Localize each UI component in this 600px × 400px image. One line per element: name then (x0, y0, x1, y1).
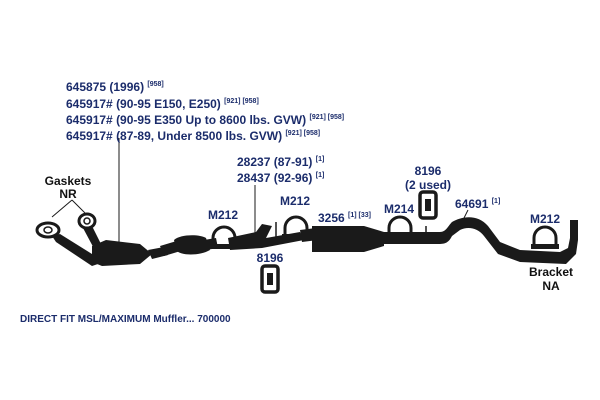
clamp-m214 (386, 215, 414, 239)
intermediate-pipe-body (228, 224, 304, 250)
hanger-slot (267, 273, 273, 285)
label-pipe-8791: 28237 (87-91) [1] (237, 155, 324, 169)
hanger-slot (425, 199, 431, 211)
y-pipe-left-leg (52, 234, 98, 266)
label-converter-1996-part: 645875 (66, 80, 106, 94)
label-tailpipe-part: 64691 (455, 197, 489, 211)
label-converter-e150-part: 645917# (66, 97, 113, 111)
label-converter-1996: 645875 (1996) [958] (66, 80, 164, 94)
label-converter-e350: 645917# (90-95 E350 Up to 8600 lbs. GVW)… (66, 113, 344, 127)
label-bracket: Bracket (529, 265, 573, 279)
label-converter-1996-note: (1996) (109, 80, 144, 94)
clamp-saddle (282, 234, 310, 239)
front-pipe-resonator (174, 235, 210, 255)
label-converter-e350-note: (90-95 E350 Up to 8600 lbs. GVW) (116, 113, 306, 127)
converter-assembly (52, 226, 168, 266)
clamp-saddle (210, 244, 238, 249)
label-gaskets-nr: NR (59, 187, 77, 201)
footer-muffler-note: DIRECT FIT MSL/MAXIMUM Muffler... 700000 (20, 314, 231, 325)
clamp-m212-d (531, 225, 559, 249)
label-tailpipe: 64691 [1] (455, 197, 500, 211)
muffler (300, 226, 400, 252)
label-converter-8789-part: 645917# (66, 129, 113, 143)
label-clamp-d: M212 (530, 212, 560, 226)
label-clamp-a: M212 (208, 208, 238, 222)
tailpipe (396, 217, 578, 264)
label-pipe-8791-part: 28237 (237, 155, 271, 169)
label-converter-8789-refs: [921] [958] (285, 130, 320, 137)
label-converter-e350-part: 645917# (66, 113, 113, 127)
label-hanger-2used-part: 8196 (415, 164, 442, 178)
gasket-left-hole (43, 226, 53, 234)
label-pipe-9296-part: 28437 (237, 171, 271, 185)
callout-leaders (51, 138, 469, 243)
label-pipe-8791-refs: [1] (316, 156, 325, 163)
clamp-saddle (386, 234, 414, 239)
label-bracket-na: NA (542, 279, 560, 293)
label-converter-e150-note: (90-95 E150, E250) (116, 97, 221, 111)
intermediate-pipe (228, 222, 304, 250)
label-converter-8789-note: (87-89, Under 8500 lbs. GVW) (116, 129, 282, 143)
label-clamp-b: M212 (280, 194, 310, 208)
label-converter-8789: 645917# (87-89, Under 8500 lbs. GVW) [92… (66, 129, 320, 143)
leader-gaskets-right (71, 199, 86, 214)
label-converter-1996-refs: [958] (147, 81, 163, 88)
label-pipe-9296: 28437 (92-96) [1] (237, 171, 324, 185)
label-converter-e350-refs: [921] [958] (309, 114, 344, 121)
label-muffler-refs: [1] [33] (348, 212, 371, 219)
clamp-m212-b (282, 215, 310, 239)
gasket-right-hole (83, 217, 91, 225)
clamp-u-bolt (283, 215, 309, 236)
label-hanger-2used-note: (2 used) (405, 178, 451, 192)
label-clamp-c: M214 (384, 202, 414, 216)
front-pipe (160, 235, 218, 256)
tailpipe-front (396, 217, 578, 264)
label-muffler-part: 3256 (318, 211, 345, 225)
label-converter-e150-refs: [921] [958] (224, 98, 259, 105)
label-pipe-8791-note: (87-91) (274, 155, 313, 169)
muffler-body (312, 226, 384, 252)
label-hanger-bottom: 8196 (257, 251, 284, 265)
hanger-8196-top (418, 190, 438, 220)
label-converter-e150: 645917# (90-95 E150, E250) [921] [958] (66, 97, 259, 111)
clamp-u-bolt (387, 215, 413, 236)
catalytic-converter (92, 240, 152, 266)
hanger-8196-bottom (260, 264, 280, 294)
clamp-u-bolt (211, 225, 237, 246)
label-tailpipe-refs: [1] (492, 198, 501, 205)
label-gaskets: Gaskets (45, 174, 92, 188)
clamp-saddle (531, 244, 559, 249)
clamp-u-bolt (532, 225, 558, 246)
leader-gaskets-left (51, 199, 73, 218)
label-muffler: 3256 [1] [33] (318, 211, 371, 225)
clamp-m212-a (210, 225, 238, 249)
label-pipe-9296-refs: [1] (316, 172, 325, 179)
label-pipe-9296-note: (92-96) (274, 171, 313, 185)
